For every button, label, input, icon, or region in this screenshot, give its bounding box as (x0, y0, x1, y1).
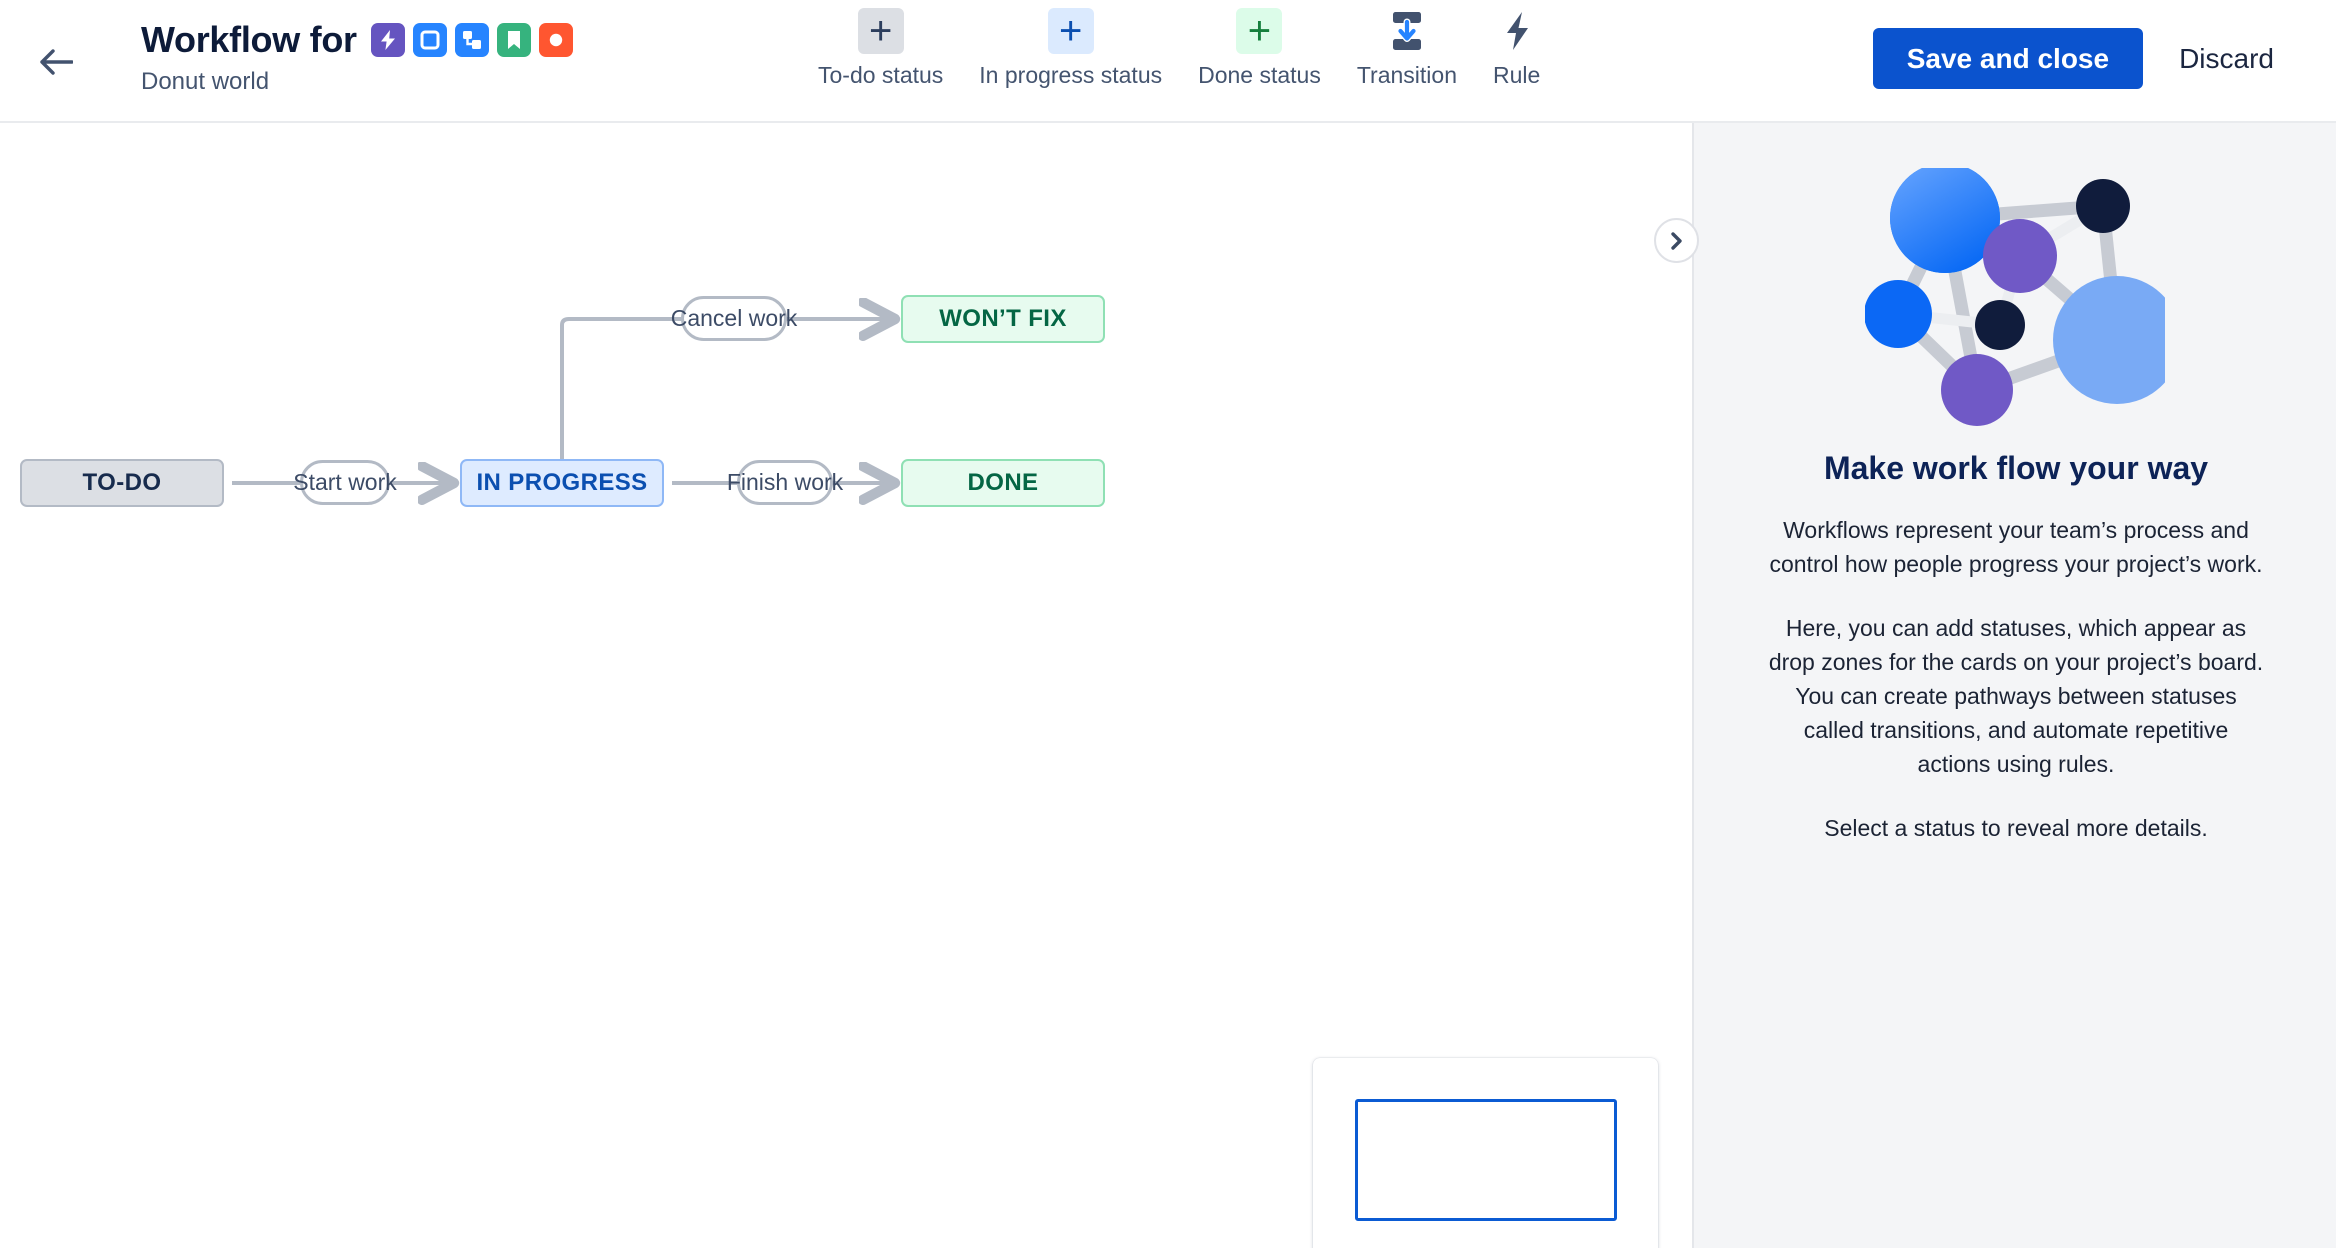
workflow-edges (232, 123, 1690, 1248)
panel-paragraph: Here, you can add statuses, which appear… (1768, 615, 2264, 777)
tool-label: Done status (1198, 62, 1321, 88)
status-node-done[interactable]: DONE (901, 459, 1105, 507)
toolbar: + To-do status + In progress status + Do… (800, 8, 1558, 88)
transition-label: Start work (293, 469, 397, 495)
status-node-label: TO-DO (82, 469, 162, 496)
tool-label: In progress status (979, 62, 1163, 88)
transition-cancel-work[interactable]: Cancel work (671, 296, 797, 341)
app-header: Workflow for (0, 0, 2336, 123)
transition-start-work[interactable]: Start work (293, 460, 397, 505)
tool-inprogress-status[interactable]: + In progress status (961, 8, 1180, 88)
page-title: Workflow for (141, 19, 357, 60)
panel-body: Workflows represent your team’s process … (1766, 513, 2266, 845)
panel-title: Make work flow your way (1823, 450, 2209, 486)
tool-label: Transition (1356, 62, 1457, 88)
status-node-label: DONE (967, 469, 1039, 496)
status-node-in-progress[interactable]: IN PROGRESS (460, 459, 664, 507)
circle-icon (538, 23, 573, 57)
discard-button[interactable]: Discard (2167, 28, 2286, 89)
transition-label: Finish work (726, 469, 844, 495)
plus-icon: + (1047, 8, 1094, 54)
lightning-icon (370, 23, 405, 57)
minimap-viewport-rect[interactable] (1355, 1099, 1617, 1221)
workflow-canvas[interactable]: TO-DO IN PROGRESS DONE WON’T FIX Start w… (0, 123, 1690, 1248)
project-icon-group (370, 23, 573, 57)
panel-paragraph: Select a status to reveal more details. (1824, 815, 2208, 841)
page-subtitle: Donut world (141, 68, 270, 95)
tool-todo-status[interactable]: + To-do status (800, 8, 961, 88)
transition-icon (1384, 8, 1430, 54)
arrow-left-icon (40, 49, 73, 75)
square-outline-icon (412, 23, 447, 57)
status-node-label: WON’T FIX (939, 305, 1067, 332)
tool-rule[interactable]: Rule (1475, 8, 1558, 88)
bookmark-icon (496, 23, 531, 57)
panel-paragraph: Workflows represent your team’s process … (1769, 517, 2263, 577)
plus-icon: + (857, 8, 904, 54)
save-and-close-button[interactable]: Save and close (1872, 28, 2144, 89)
minimap-panel[interactable] (1313, 1058, 1658, 1248)
status-node-todo[interactable]: TO-DO (20, 459, 224, 507)
network-nodes-illustration (1864, 163, 2181, 438)
tool-transition[interactable]: Transition (1339, 8, 1475, 88)
tool-label: To-do status (818, 62, 944, 88)
subtask-icon (454, 23, 489, 57)
back-button[interactable] (34, 40, 78, 84)
info-sidebar: Make work flow your way Workflows repres… (1692, 123, 2336, 1248)
status-node-label: IN PROGRESS (476, 469, 648, 496)
collapse-panel-button[interactable] (1654, 218, 1699, 263)
tool-label: Rule (1493, 62, 1541, 88)
lightning-bolt-icon (1494, 8, 1540, 54)
transition-finish-work[interactable]: Finish work (727, 460, 843, 505)
header-actions: Save and close Discard (1872, 28, 2286, 89)
title-block: Workflow for (141, 18, 573, 97)
status-node-wont-fix[interactable]: WON’T FIX (901, 295, 1105, 343)
transition-label: Cancel work (670, 305, 798, 331)
plus-icon: + (1236, 8, 1283, 54)
tool-done-status[interactable]: + Done status (1180, 8, 1339, 88)
chevron-right-icon (1670, 231, 1682, 250)
